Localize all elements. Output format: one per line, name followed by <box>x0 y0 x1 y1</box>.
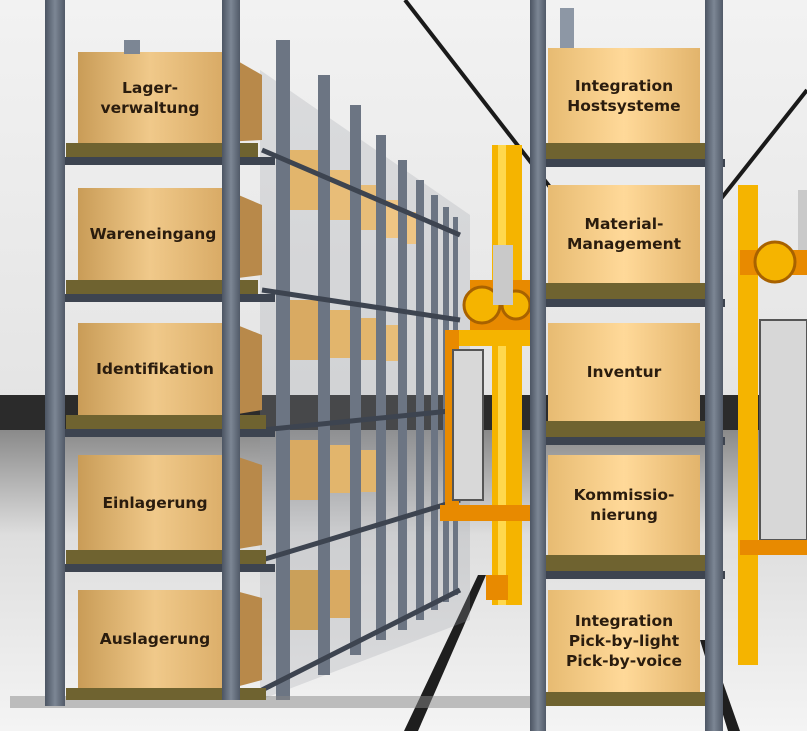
right-upright <box>530 0 546 731</box>
right-beam <box>530 437 725 445</box>
right-beam <box>530 299 725 307</box>
right-beam <box>530 571 725 579</box>
left-pallet <box>66 550 266 564</box>
left-pallet <box>66 280 258 294</box>
right-carton <box>548 323 700 421</box>
left-rack <box>45 0 275 706</box>
right-upright <box>705 0 723 731</box>
right-carton <box>548 48 700 143</box>
right-pallet <box>545 143 707 159</box>
left-pallet <box>66 143 258 157</box>
left-upright <box>222 0 240 700</box>
left-beam <box>45 294 275 302</box>
floor-stripe <box>404 575 486 731</box>
right-pallet <box>545 692 707 706</box>
right-beam <box>530 159 725 167</box>
left-pallet <box>66 415 266 429</box>
left-carton <box>78 455 262 550</box>
right-carton <box>548 590 700 692</box>
right-pallet <box>545 283 707 299</box>
right-pallet <box>545 421 707 437</box>
left-carton <box>78 323 262 415</box>
left-beam <box>45 429 275 437</box>
left-carton <box>78 590 262 688</box>
left-carton <box>78 188 262 280</box>
ceiling-rail <box>718 88 807 202</box>
right-carton <box>548 455 700 555</box>
left-pallet <box>66 688 266 700</box>
right-pallet <box>545 555 707 571</box>
left-upright <box>45 0 65 706</box>
receding-racks <box>260 40 470 700</box>
left-beam <box>45 157 275 165</box>
stacker-crane <box>440 145 535 605</box>
left-beam <box>45 564 275 572</box>
right-carton <box>548 185 700 283</box>
right-rack <box>530 0 725 731</box>
second-crane <box>738 185 807 665</box>
left-carton <box>78 52 262 144</box>
